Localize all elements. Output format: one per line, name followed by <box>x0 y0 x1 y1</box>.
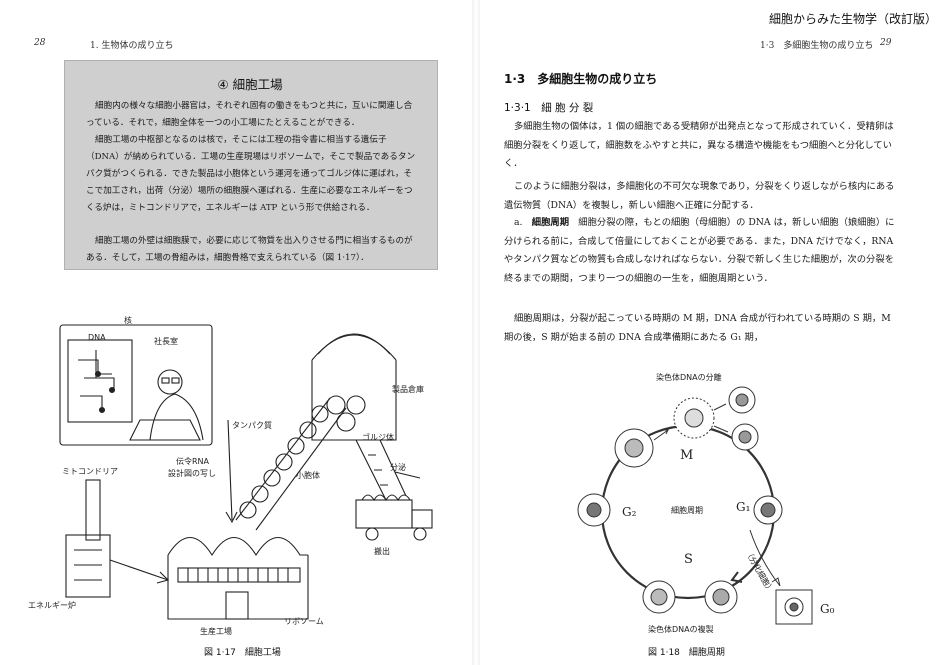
section-title: 1·3 多細胞生物の成り立ち <box>504 72 658 86</box>
label-chromosome-replication: 染色体DNAの複製 <box>648 625 714 634</box>
label-president-room: 社長室 <box>154 337 178 346</box>
box-paragraph: 細胞内の様々な細胞小器官は，それぞれ固有の働きをもつと共に，互いに関連し合ってい… <box>86 101 413 128</box>
desk <box>129 419 201 441</box>
cell-cycle-diagram <box>577 386 813 625</box>
chimney <box>85 479 101 541</box>
president-head <box>157 369 183 395</box>
label-dna: DNA <box>88 333 106 342</box>
body-paragraph: 細胞周期は，分裂が起こっている時期の M 期，DNA 合成が行われている時期の … <box>504 313 891 343</box>
truck-bed <box>355 499 413 529</box>
label-protein: タンパク質 <box>232 421 272 430</box>
phase-m: M <box>680 448 694 463</box>
body-paragraph: a. 細胞周期 細胞分裂の際，もとの細胞（母細胞）の DNA は，新しい細胞（娘… <box>504 214 900 288</box>
label-cell-cycle: 細胞周期 <box>671 506 703 515</box>
box-title: ④ 細胞工場 <box>217 77 283 92</box>
label-shipping: 搬出 <box>374 547 390 556</box>
left-page: 28 1. 生物体の成り立ち ④ 細胞工場 細胞内の様々な細胞小器官は，それぞれ… <box>0 0 472 665</box>
para-text: 細胞分裂の際，もとの細胞（母細胞）の DNA は，新しい細胞（娘細胞）に分けられ… <box>504 217 895 284</box>
label-energy-furnace: エネルギー炉 <box>28 601 76 610</box>
figure-caption: 図 1·17 細胞工場 <box>204 648 281 658</box>
phase-g1: G₁ <box>736 500 751 514</box>
mrna-arrow <box>227 419 233 521</box>
label-nucleus: 核 <box>124 316 132 325</box>
body-paragraph: このように細胞分裂は，多細胞化の不可欠な現象であり，分裂をくり返しながら核内にあ… <box>504 181 895 211</box>
running-head: 1·3 多細胞生物の成り立ち <box>760 41 874 51</box>
golgi-warehouse <box>311 360 397 441</box>
body-paragraph: 多細胞生物の個体は，1 個の細胞である受精卵が出発点となって形成されていく．受精… <box>504 121 894 170</box>
label-golgi: ゴルジ体 <box>362 433 394 442</box>
label-ribosome: リボソーム <box>284 617 324 626</box>
dna-circuit <box>78 350 115 410</box>
label-mrna-blueprint: 設計図の写し <box>168 469 216 478</box>
president-body <box>149 393 204 441</box>
furnace <box>65 534 111 598</box>
cell-factory-box <box>64 60 438 270</box>
energy-arrow <box>109 559 169 581</box>
dna-panel <box>67 339 133 423</box>
phase-g2: G₂ <box>622 505 637 519</box>
phase-s: S <box>684 552 693 567</box>
secretion-chute <box>355 439 407 501</box>
box-paragraph: 細胞工場の中枢部となるのは核で，そこには工程の指令書に相当する遺伝子（DNA）が… <box>86 135 416 213</box>
book-gutter <box>472 0 480 665</box>
label-mitochondria: ミトコンドリア <box>62 467 118 476</box>
label-factory: 生産工場 <box>200 627 232 636</box>
phase-g0: G₀ <box>820 602 835 616</box>
right-page: 細胞からみた生物学（改訂版） 1·3 多細胞生物の成り立ち 29 1·3 多細胞… <box>480 0 945 665</box>
label-er: 小胞体 <box>296 471 320 480</box>
book-title: 細胞からみた生物学（改訂版） <box>768 12 937 26</box>
para-prefix: a. <box>514 217 532 228</box>
cell-factory-illustration <box>59 324 433 620</box>
running-head: 1. 生物体の成り立ち <box>90 41 174 51</box>
nucleus-room <box>59 324 213 446</box>
term-cell-cycle: 細胞周期 <box>531 217 569 228</box>
cycle-cells <box>577 386 813 625</box>
label-secretion: 分泌 <box>390 463 406 472</box>
label-warehouse: 製品倉庫 <box>392 385 424 394</box>
label-chromosome-separation: 染色体DNAの分離 <box>656 373 722 382</box>
label-mrna: 伝令RNA <box>176 457 210 466</box>
factory-building <box>167 555 309 620</box>
figure-caption: 図 1·18 細胞周期 <box>648 648 725 658</box>
box-paragraph: 細胞工場の外壁は細胞膜で，必要に応じて物質を出入りさせる門に相当するものがある．… <box>86 236 413 263</box>
page-number: 29 <box>880 38 892 48</box>
page-number: 28 <box>34 38 46 48</box>
subsection-title: 1·3·1 細 胞 分 裂 <box>504 102 594 114</box>
